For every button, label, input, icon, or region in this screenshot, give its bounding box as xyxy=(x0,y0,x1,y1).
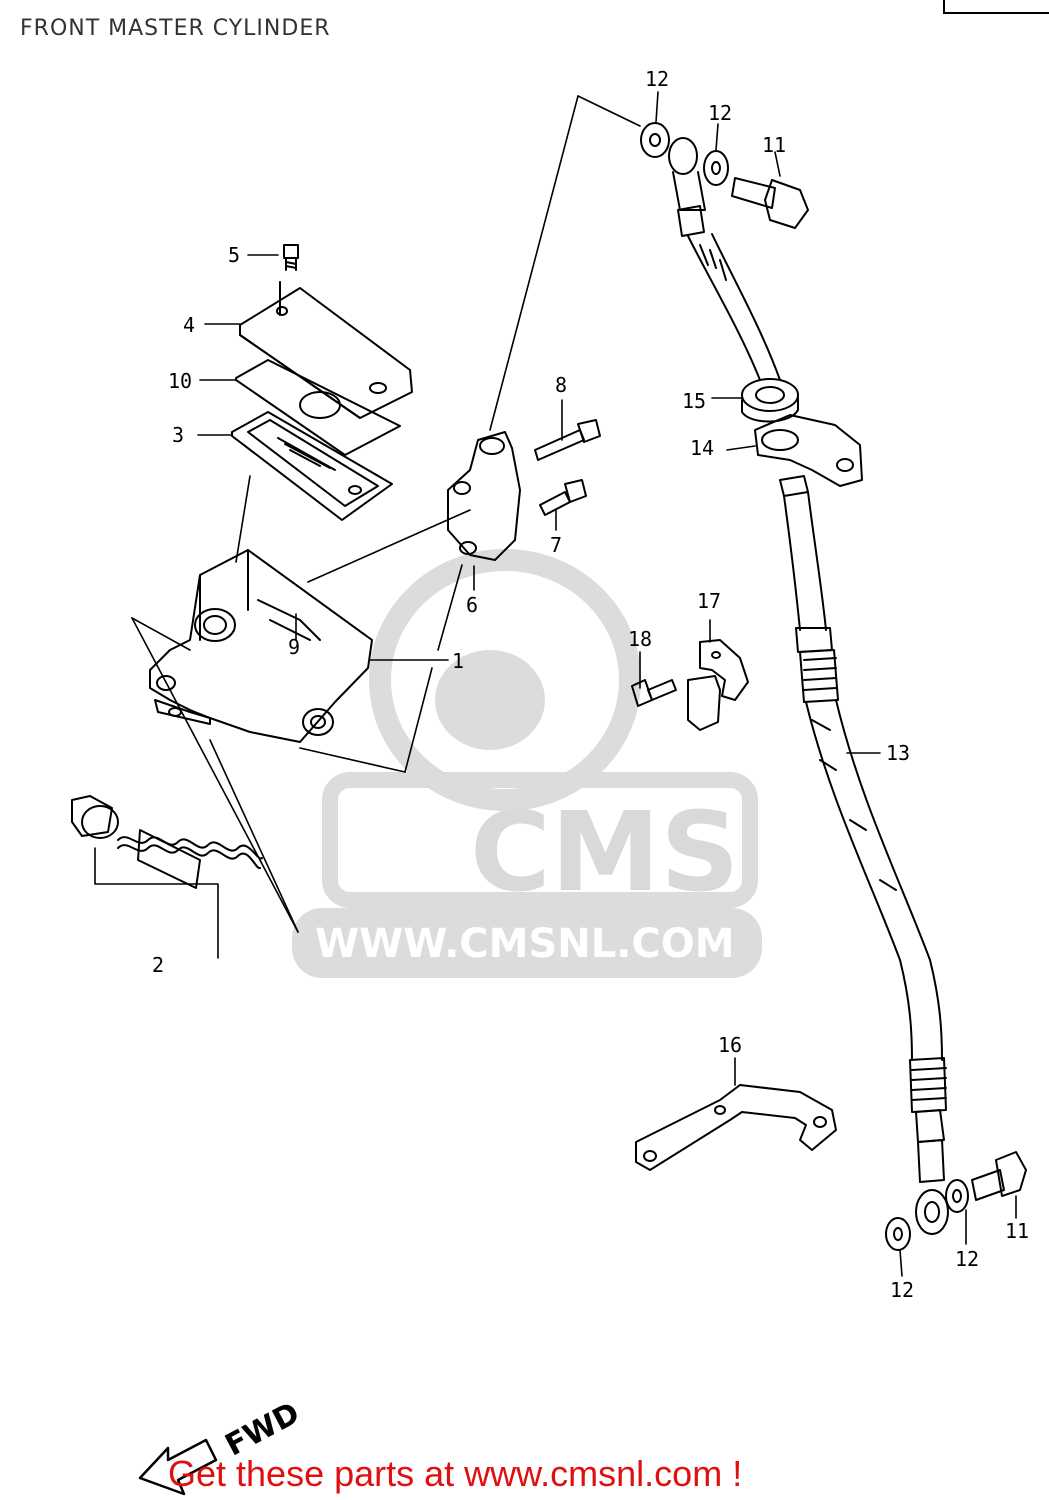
frame-corner xyxy=(943,0,1049,14)
leader-lines xyxy=(94,91,1017,1277)
fwd-arrow xyxy=(138,1438,218,1496)
diaphragm xyxy=(231,411,393,521)
callout-2: 2 xyxy=(152,953,164,977)
callout-17: 17 xyxy=(697,589,721,613)
washer-12-top-right xyxy=(703,150,729,186)
reservoir-cap xyxy=(239,287,413,419)
callout-1: 1 xyxy=(452,649,464,673)
hose-clamp xyxy=(687,639,749,731)
callout-12: 12 xyxy=(645,67,669,91)
callout-12: 12 xyxy=(708,101,732,125)
footer-link-text[interactable]: Get these parts at www.cmsnl.com ! xyxy=(168,1453,743,1494)
callout-12: 12 xyxy=(890,1278,914,1302)
page-title: FRONT MASTER CYLINDER xyxy=(20,16,331,41)
callout-13: 13 xyxy=(886,741,910,765)
callout-14: 14 xyxy=(690,436,714,460)
callout-9: 9 xyxy=(288,635,300,659)
callout-16: 16 xyxy=(718,1033,742,1057)
washer-12-top-left xyxy=(640,122,670,158)
banjo-fitting xyxy=(447,431,521,561)
callout-3: 3 xyxy=(172,423,184,447)
hose-bracket xyxy=(754,414,863,487)
upper-brake-hose xyxy=(668,137,781,381)
callout-8: 8 xyxy=(555,373,567,397)
washer-12-bottom-right xyxy=(945,1179,969,1213)
callout-18: 18 xyxy=(628,627,652,651)
watermark-brand: CMS xyxy=(470,788,739,916)
callout-labels: 12 12 11 5 4 10 3 8 7 15 14 6 9 1 17 18 … xyxy=(152,67,1029,1302)
callout-12: 12 xyxy=(955,1247,979,1271)
callout-11: 11 xyxy=(762,133,786,157)
lower-brake-hose xyxy=(779,475,949,1235)
bolt-7 xyxy=(539,479,587,516)
grommet xyxy=(741,378,799,423)
master-cylinder-body xyxy=(149,549,373,743)
washer-12-bottom-left xyxy=(885,1217,911,1251)
callout-7: 7 xyxy=(550,533,562,557)
watermark-url: WWW.CMSNL.COM xyxy=(315,921,735,967)
callout-6: 6 xyxy=(466,593,478,617)
banjo-bolt-11-bottom xyxy=(971,1151,1027,1201)
callout-5: 5 xyxy=(228,243,240,267)
cap-screw xyxy=(279,244,299,316)
callout-4: 4 xyxy=(183,313,195,337)
cms-watermark: CMS WWW.CMSNL.COM xyxy=(292,549,762,978)
callout-10: 10 xyxy=(168,369,192,393)
callout-11: 11 xyxy=(1005,1219,1029,1243)
hose-guide-bracket xyxy=(635,1084,837,1171)
callout-15: 15 xyxy=(682,389,706,413)
bolt-8 xyxy=(534,419,601,461)
piston-kit xyxy=(71,795,263,889)
banjo-bolt-11-top xyxy=(731,177,809,229)
